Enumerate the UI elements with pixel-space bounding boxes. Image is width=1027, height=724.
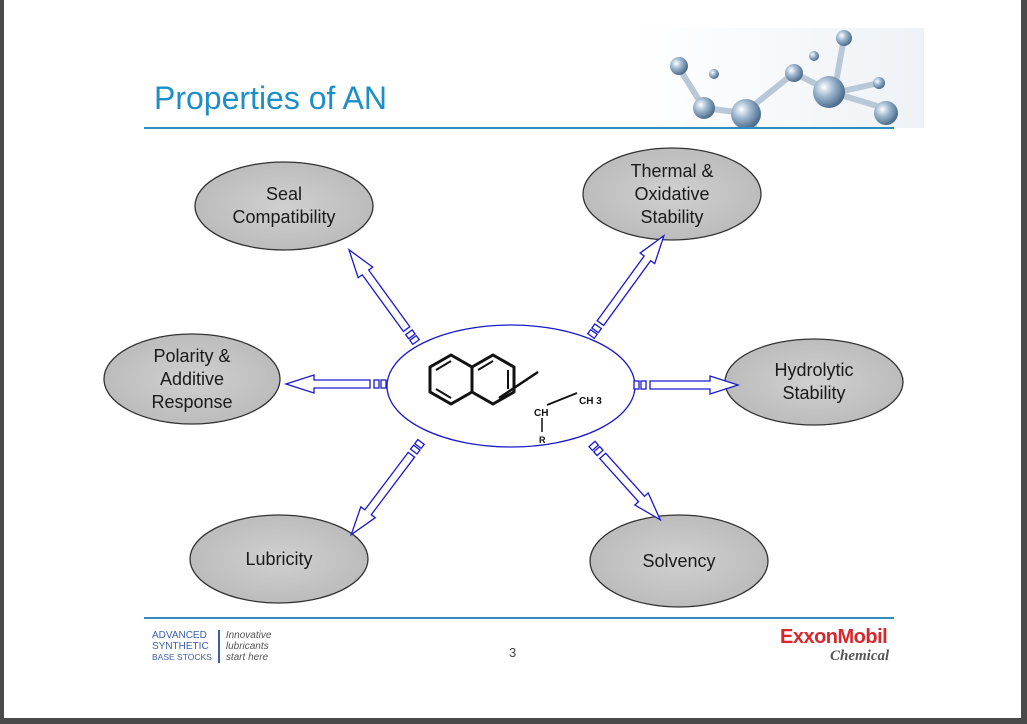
seal-compatibility-ellipse xyxy=(194,161,374,251)
title-divider xyxy=(144,127,894,129)
brand-line-3: BASE STOCKS xyxy=(152,652,212,662)
lubricity-label: Lubricity xyxy=(245,548,313,569)
solvency-label: Solvency xyxy=(642,550,716,571)
arrow-to-hydrolytic xyxy=(633,375,741,395)
slide: Properties of AN xyxy=(4,0,1021,718)
alkylated-naphthalene-structure xyxy=(428,353,578,432)
solvency-ellipse xyxy=(589,514,769,608)
exxonmobil-logo: ExxonMobil xyxy=(780,626,888,648)
polarity-ellipse xyxy=(103,333,281,425)
arrow-to-thermal xyxy=(586,233,666,340)
ast-brand-logo: ADVANCED SYNTHETIC BASE STOCKS Innovativ… xyxy=(152,630,271,663)
arrow-to-solvency xyxy=(588,440,662,522)
molecule-ch3-label: CH 3 xyxy=(579,396,602,407)
page-number: 3 xyxy=(509,645,517,660)
molecule-decoration-image xyxy=(634,28,924,128)
properties-diagram: CH CH 3 R xyxy=(103,147,904,608)
arrow-to-seal xyxy=(347,248,421,346)
tagline-line-1: Innovative xyxy=(225,630,272,641)
brand-line-2: SYNTHETIC xyxy=(152,641,209,652)
chemical-division-label: Chemical xyxy=(830,648,890,664)
molecule-ch-label: CH xyxy=(534,408,548,419)
tagline-line-3: start here xyxy=(225,652,269,663)
molecule-r-label: R xyxy=(539,435,546,445)
tagline-line-2: lubricants xyxy=(225,641,269,652)
thermal-stability-ellipse xyxy=(582,147,762,241)
lubricity-ellipse xyxy=(189,514,369,604)
slide-title: Properties of AN xyxy=(154,80,387,116)
arrow-to-polarity xyxy=(283,374,387,394)
arrow-to-lubricity xyxy=(349,438,426,537)
center-molecule-ellipse xyxy=(386,324,636,448)
footer-divider xyxy=(144,617,894,619)
brand-line-1: ADVANCED xyxy=(152,630,207,641)
